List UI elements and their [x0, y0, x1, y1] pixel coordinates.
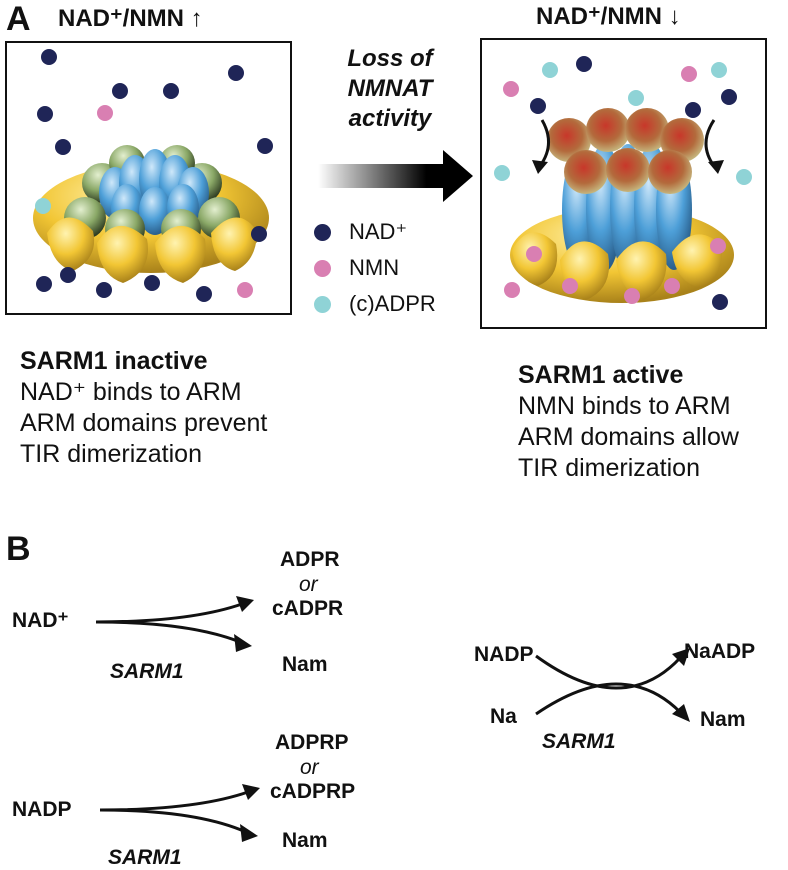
reaction2-enzyme: SARM1	[108, 846, 182, 869]
inactive-sarm1-box	[5, 41, 292, 315]
reaction3-enzyme: SARM1	[542, 730, 616, 753]
reaction2-arrows	[99, 784, 260, 842]
arrow-label-line-1: Loss of	[347, 45, 433, 72]
reaction2-substrate: NADP	[12, 798, 72, 821]
reaction2-product1a: ADPRP	[275, 731, 349, 754]
legend-item-nmn: NMN	[314, 250, 436, 286]
right-header: NAD⁺/NMN ↓	[536, 3, 681, 30]
legend-label: (c)ADPR	[349, 291, 436, 316]
reaction3-product1: NaADP	[684, 640, 756, 663]
reaction2-product2: Nam	[282, 829, 328, 852]
active-title: SARM1 active	[518, 361, 684, 389]
inactive-line-3: TIR dimerization	[20, 440, 202, 468]
left-header: NAD⁺/NMN ↑	[58, 5, 203, 32]
legend-item-nad: NAD⁺	[314, 214, 436, 250]
legend-label: NAD⁺	[349, 219, 408, 244]
inactive-line-1: NAD⁺ binds to ARM	[20, 378, 242, 406]
legend-item-adpr: (c)ADPR	[314, 286, 436, 322]
reaction1-enzyme: SARM1	[110, 660, 184, 683]
active-line-2: ARM domains allow	[518, 423, 739, 451]
active-line-3: TIR dimerization	[518, 454, 700, 482]
active-line-1: NMN binds to ARM	[518, 392, 731, 420]
legend: NAD⁺ NMN (c)ADPR	[314, 214, 436, 322]
panel-letter-b: B	[6, 530, 31, 568]
inactive-description: SARM1 inactive NAD⁺ binds to ARM ARM dom…	[20, 346, 267, 470]
legend-label: NMN	[349, 255, 400, 280]
reaction3-product2: Nam	[700, 708, 746, 731]
reaction1-substrate: NAD⁺	[12, 609, 69, 632]
reaction2-product1b: cADPRP	[270, 780, 356, 803]
nmn-dot-icon	[314, 259, 331, 277]
arrow-label-line-2: NMNAT	[347, 75, 433, 102]
arrow-label-line-3: activity	[348, 105, 432, 132]
reaction1-product1b: cADPR	[272, 597, 344, 620]
reaction1-product2: Nam	[282, 653, 328, 676]
reaction3-substrate2: Na	[490, 705, 517, 728]
adpr-dot-icon	[314, 295, 331, 313]
arrow-label: Loss of NMNAT activity	[320, 44, 460, 134]
inactive-line-2: ARM domains prevent	[20, 409, 268, 437]
active-sarm1-illustration	[494, 56, 752, 310]
transition-arrow	[318, 150, 473, 202]
inactive-title: SARM1 inactive	[20, 347, 208, 375]
reaction1-or: or	[299, 573, 318, 596]
active-sarm1-box	[480, 38, 767, 329]
active-description: SARM1 active NMN binds to ARM ARM domain…	[518, 360, 739, 484]
reaction3-substrate1: NADP	[474, 643, 534, 666]
reaction1-arrows	[95, 596, 254, 652]
panel-letter-a: A	[6, 0, 31, 38]
reaction1-product1a: ADPR	[280, 548, 340, 571]
inactive-sarm1-illustration	[33, 49, 273, 302]
nad-dot-icon	[314, 223, 331, 241]
reaction3-arrows	[535, 648, 690, 722]
reaction2-or: or	[300, 756, 319, 779]
